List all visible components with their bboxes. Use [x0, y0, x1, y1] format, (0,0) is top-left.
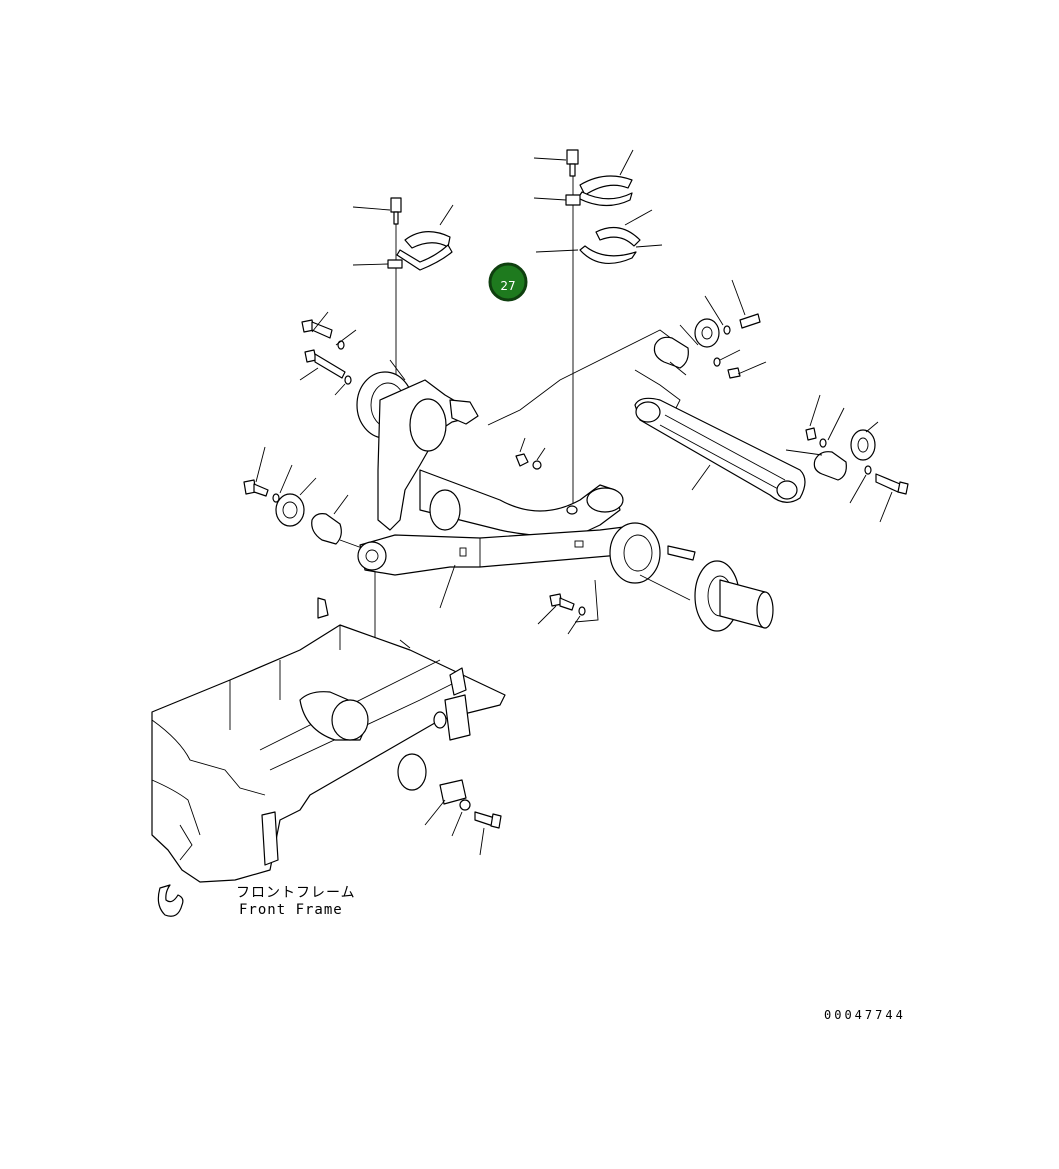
left-band-clamp-assembly	[352, 197, 454, 271]
front-frame-label-jp: フロントフレーム	[236, 885, 356, 901]
callout-number: 27	[500, 279, 515, 293]
upper-right-link-parts	[653, 279, 767, 379]
front-frame-label: フロントフレーム Front Frame	[236, 885, 356, 918]
right-band-clamp-assembly	[533, 149, 663, 265]
front-frame	[151, 597, 506, 917]
drawing-number: 00047744	[824, 1008, 906, 1022]
callout-badge[interactable]: 27	[488, 262, 528, 302]
right-link-end-parts	[785, 394, 909, 523]
left-fasteners	[243, 311, 363, 549]
lateral-rod	[634, 397, 806, 503]
front-frame-label-en: Front Frame	[239, 902, 343, 918]
rear-axle-frame	[356, 359, 661, 609]
hub-shaft	[639, 560, 774, 632]
center-fasteners	[515, 437, 696, 635]
callout-badge-circle	[488, 262, 528, 302]
